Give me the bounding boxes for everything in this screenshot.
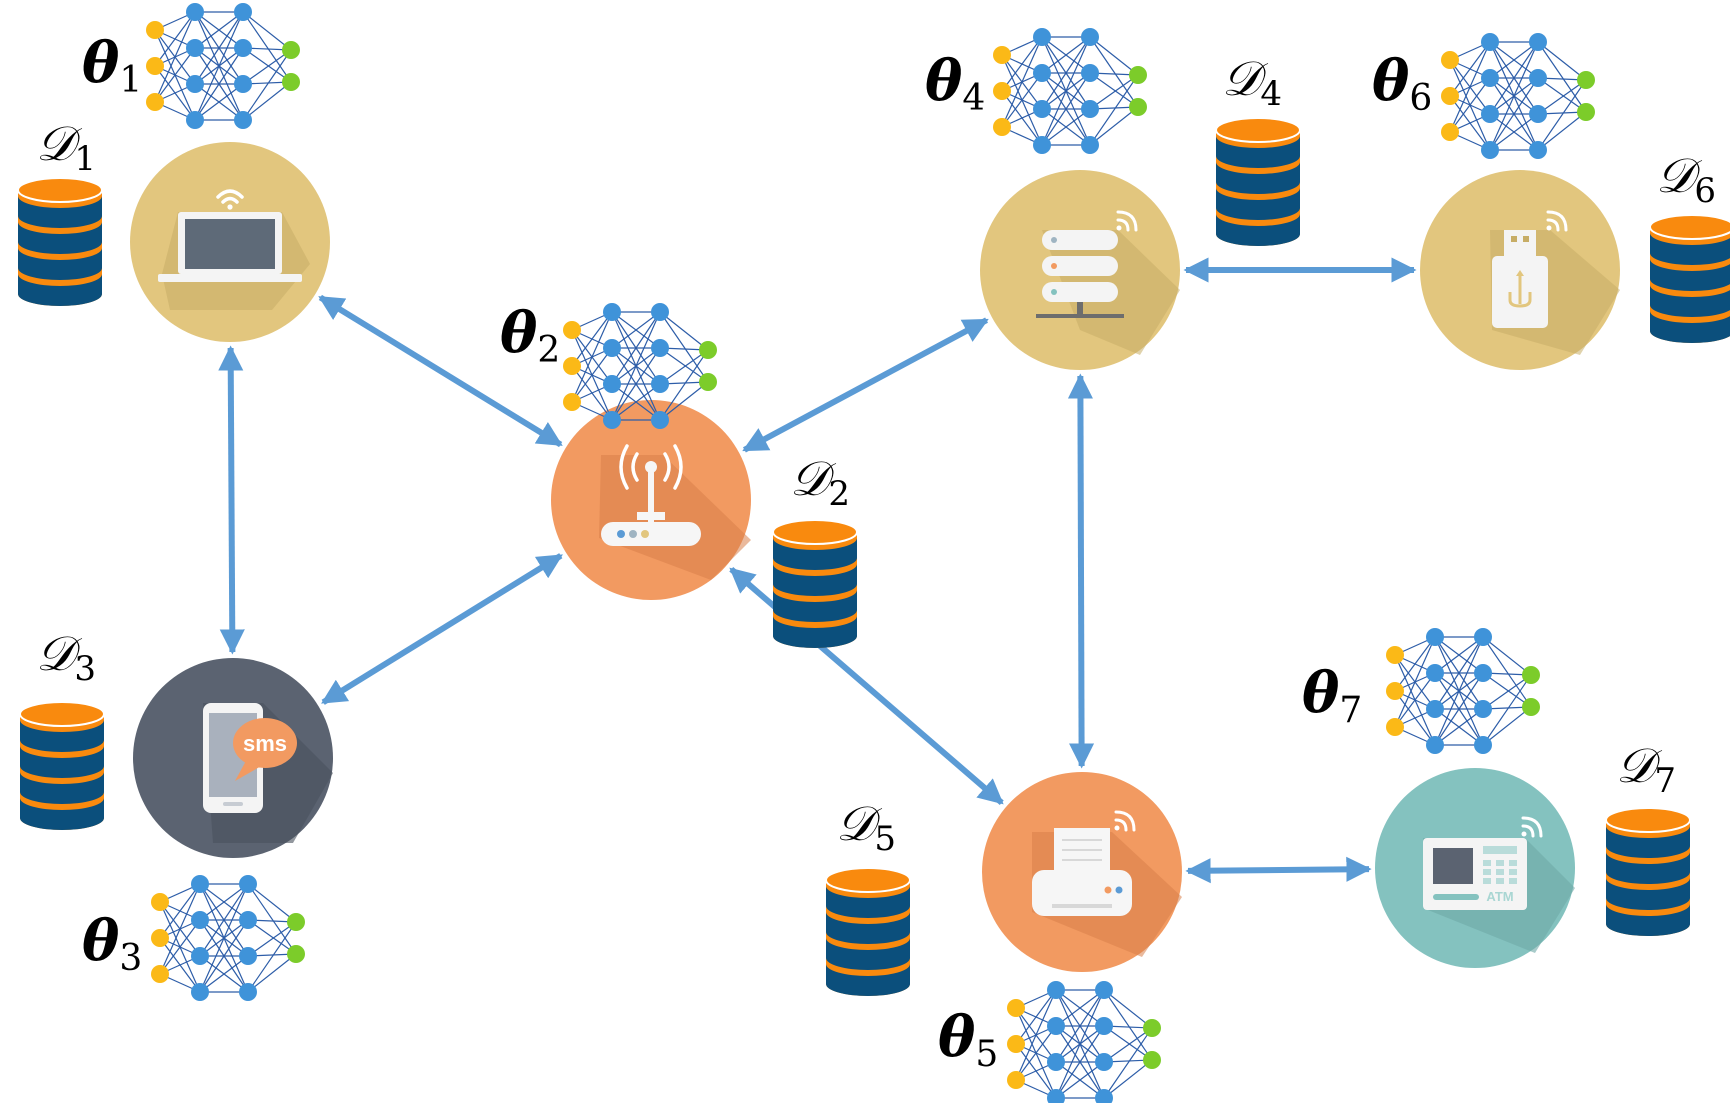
neural-network-4-icon: [993, 28, 1147, 154]
database-3-icon: [19, 701, 105, 830]
server-icon: [1036, 210, 1180, 355]
neural-network-2-icon: [563, 303, 717, 429]
dataset-3-label: 𝒟3: [36, 626, 96, 689]
edge-1-2: [318, 294, 563, 448]
neural-network-3-icon: [151, 875, 305, 1001]
neural-network-6-icon: [1441, 33, 1595, 159]
edge-4-5: [1067, 373, 1095, 769]
atm-icon: ATM: [1423, 816, 1575, 953]
neural-network-5-icon: [1007, 981, 1161, 1103]
database-2-icon: [772, 519, 858, 648]
sms-badge-label: sms: [243, 731, 287, 756]
edge-2-4: [742, 317, 989, 453]
neural-network-7-icon: [1386, 628, 1540, 754]
laptop-icon: [158, 189, 310, 310]
node-1[interactable]: [130, 142, 340, 379]
node-4[interactable]: [980, 170, 1180, 370]
edge-1-3: [218, 345, 245, 655]
edge-2-3: [321, 553, 563, 705]
node-7[interactable]: ATM: [1375, 768, 1575, 968]
database-4-icon: [1215, 117, 1301, 246]
theta-2-label: θ2: [500, 300, 560, 371]
dataset-5-label: 𝒟5: [836, 796, 896, 859]
theta-4-label: θ4: [925, 48, 985, 119]
dataset-4-label: 𝒟4: [1222, 51, 1282, 114]
node-5[interactable]: [982, 772, 1182, 972]
neural-network-layer: [146, 3, 1595, 1103]
printer-icon: [1032, 810, 1182, 957]
dataset-2-label: 𝒟2: [790, 451, 850, 514]
theta-5-label: θ5: [938, 1004, 998, 1075]
node-6[interactable]: [1420, 170, 1620, 370]
edge-2-5: [729, 566, 1004, 806]
theta-6-label: θ6: [1372, 48, 1432, 119]
database-6-icon: [1649, 214, 1730, 343]
dataset-1-label: 𝒟1: [36, 116, 96, 179]
atm-badge-label: ATM: [1486, 889, 1513, 904]
node-3[interactable]: sms: [133, 658, 333, 858]
database-7-icon: [1605, 807, 1691, 936]
sms-badge-icon: sms: [233, 718, 297, 781]
node-2[interactable]: [551, 400, 751, 600]
dataset-7-label: 𝒟7: [1616, 738, 1676, 801]
database-layer: [17, 117, 1730, 996]
database-5-icon: [825, 867, 911, 996]
router-icon: [599, 444, 751, 580]
dataset-6-label: 𝒟6: [1656, 148, 1716, 211]
theta-3-label: θ3: [82, 908, 142, 979]
neural-network-1-icon: [146, 3, 300, 129]
theta-7-label: θ7: [1302, 660, 1362, 731]
theta-1-label: θ1: [82, 30, 142, 101]
database-1-icon: [17, 177, 103, 306]
usb-icon: [1490, 210, 1620, 355]
edge-5-7: [1185, 856, 1372, 884]
